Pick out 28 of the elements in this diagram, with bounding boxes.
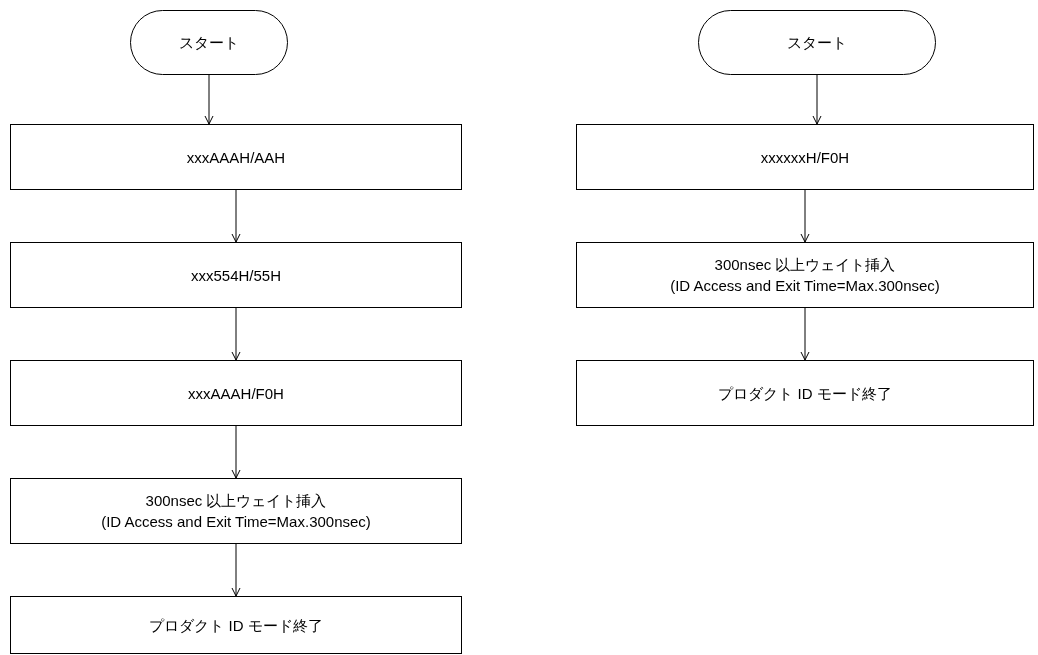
process-box — [576, 124, 1034, 190]
box-text: xxxAAAH/F0H — [188, 383, 284, 404]
arrow — [204, 74, 214, 125]
box-text: プロダクト ID モード終了 — [718, 383, 892, 404]
box-text: スタート — [787, 33, 847, 53]
arrow — [231, 307, 241, 361]
process-box — [576, 242, 1034, 308]
box-text: xxx554H/55H — [190, 265, 281, 286]
box-text: (ID Access and Exit Time=Max.300nsec) — [101, 512, 371, 532]
process-box — [10, 360, 462, 426]
arrow — [800, 307, 810, 361]
arrow — [800, 189, 810, 243]
box-text: 300nsec 以上ウェイト挿入 — [714, 255, 896, 275]
box-text: (ID Access and Exit Time=Max.300nsec) — [670, 276, 940, 296]
process-box — [10, 478, 462, 544]
arrow — [812, 74, 822, 125]
arrow — [231, 189, 241, 243]
process-box — [10, 596, 462, 654]
process-box — [10, 242, 462, 308]
box-text: xxxAAAH/AAH — [186, 147, 286, 168]
process-box — [576, 360, 1034, 426]
box-text: 300nsec 以上ウェイト挿入 — [145, 491, 327, 511]
box-text: スタート — [179, 33, 239, 53]
box-text: xxxxxxH/F0H — [760, 147, 850, 168]
arrow — [231, 543, 241, 597]
box-text: プロダクト ID モード終了 — [149, 615, 323, 636]
process-box — [10, 124, 462, 190]
arrow — [231, 425, 241, 479]
